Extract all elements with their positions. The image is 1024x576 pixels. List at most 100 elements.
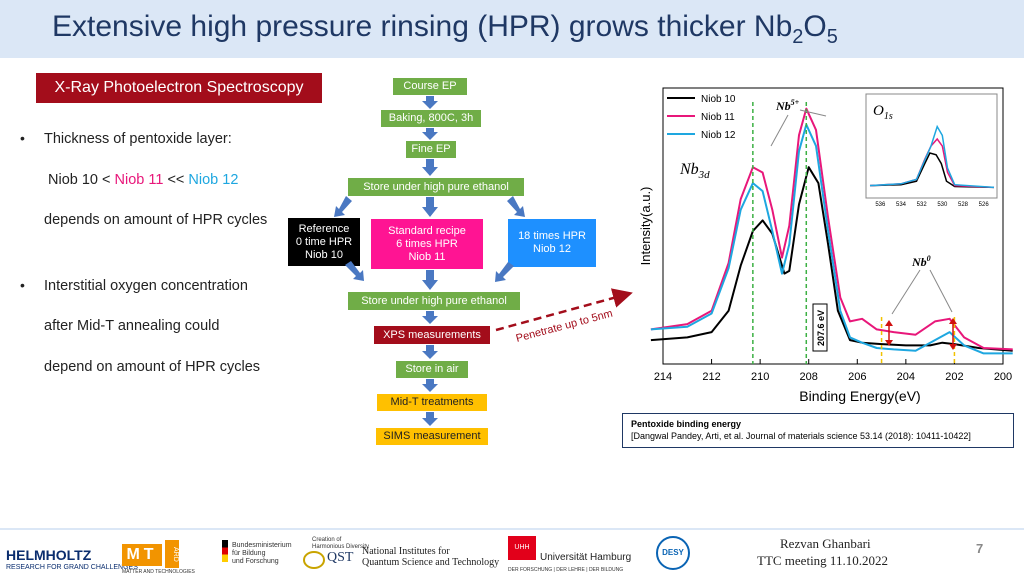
peak-guides (752, 102, 956, 364)
arrow-diag-left (334, 196, 352, 217)
std-line-3: Niob 11 (408, 250, 446, 263)
niob-order: Niob 10 < Niob 11 << Niob 12 (48, 172, 239, 188)
legend-label-niob10: Niob 10 (701, 94, 736, 105)
after-text: after Mid-T annealing could (44, 318, 220, 334)
inset-line-niob-10 (869, 152, 995, 189)
inset-tick-label: 526 (979, 202, 990, 208)
inset-tick-label: 530 (937, 202, 948, 208)
nb5-label: Nb5+ (775, 98, 800, 113)
inset-tick-label: 536 (875, 202, 886, 208)
annotation-arrows (770, 109, 953, 315)
arrow-diag-right-low (495, 262, 514, 282)
arrow-down (422, 159, 438, 176)
helmholtz-logo: HELMHOLTZ (6, 547, 92, 563)
x-tick-label: 214 (654, 371, 672, 383)
desy-logo: DESY (656, 536, 690, 570)
nb5-arrow-left (770, 114, 789, 147)
penetrate-label: Penetrate up to 5nm (515, 308, 614, 345)
flow-fine-ep: Fine EP (406, 141, 456, 158)
inset-tick-label: 528 (958, 202, 969, 208)
nb3d-label: Nb3d (679, 161, 710, 181)
depends-text-2: depend on amount of HPR cycles (44, 359, 261, 375)
meeting-info: TTC meeting 11.10.2022 (757, 553, 888, 568)
flow-standard-box: Standard recipe 6 times HPR Niob 11 (371, 219, 483, 269)
reference-citation: [Dangwal Pandey, Arti, et al. Journal of… (631, 431, 971, 441)
arrow-down (422, 412, 438, 426)
inset-tick-label: 532 (917, 202, 928, 208)
arrow-down (422, 128, 438, 140)
uhh-emblem-icon: UHH (508, 536, 536, 560)
qst-logo: QST (327, 550, 354, 565)
hpr18-line-1: 18 times HPR (518, 230, 586, 242)
nb0-label: Nb0 (911, 254, 931, 269)
helmholtz-sub: RESEARCH FOR GRAND CHALLENGES (6, 564, 138, 571)
series-line-niob-10 (650, 166, 1013, 352)
x-ticks: 214 212 210 208 206 204 202 200 (654, 359, 1012, 383)
x-axis-label: Binding Energy(eV) (799, 388, 920, 404)
title-bar (0, 0, 1024, 58)
xps-label: X-Ray Photoelectron Spectroscopy (36, 73, 322, 103)
flow-store-air: Store in air (396, 361, 468, 378)
ref-line-1: Reference (298, 222, 350, 235)
nb0-arrow-right (929, 269, 953, 313)
flow-18hpr-box: 18 times HPR Niob 12 (508, 219, 596, 267)
ard-logo: ARD (165, 540, 179, 568)
y-axis-label: Intensity(a.u.) (638, 187, 653, 266)
bullet-dot: • (20, 130, 25, 146)
inset-tick-label: 534 (896, 202, 907, 208)
mt-sub: MATTER AND TECHNOLOGIES (122, 569, 195, 575)
nb0-marker-left-head (885, 320, 893, 326)
std-line-1: Standard recipe (388, 224, 466, 237)
nb0-arrow-left (891, 269, 921, 315)
arrow-diag-right (507, 196, 525, 217)
flow-store-ethanol-2: Store under high pure ethanol (348, 292, 520, 310)
flow-store-ethanol-1: Store under high pure ethanol (348, 178, 524, 196)
arrow-down (422, 345, 438, 359)
flow-sims: SIMS measurement (376, 428, 488, 445)
page-number: 7 (976, 541, 984, 556)
x-tick-label: 210 (751, 371, 769, 383)
shift-label: 207.6 eV (816, 310, 826, 346)
inset-ticks: 536 534 532 530 528 526 (875, 202, 989, 208)
arrow-diag-left-low (345, 261, 364, 281)
series-line-niob-11 (650, 107, 1013, 351)
slide-title: Extensive high pressure rinsing (HPR) gr… (52, 10, 838, 48)
flow-reference-box: Reference 0 time HPR Niob 10 (288, 218, 360, 266)
qst-emblem-icon (303, 551, 325, 569)
x-tick-label: 212 (702, 371, 720, 383)
x-tick-label: 208 (800, 371, 818, 383)
inset-frame (865, 93, 998, 199)
mt-logo: MT (122, 544, 162, 566)
series-group (650, 107, 1013, 355)
bullet-thickness: Thickness of pentoxide layer: (44, 131, 232, 147)
bullet-dot: • (20, 277, 25, 293)
xps-chart: 214 212 210 208 206 204 202 200 Binding Energy(… (638, 87, 1013, 404)
footer-divider (0, 528, 1024, 530)
std-line-2: 6 times HPR (396, 237, 458, 250)
ref-line-3: Niob 10 (305, 248, 343, 261)
nb0-marker-left-foot (885, 340, 893, 346)
down-arrows (334, 96, 525, 426)
x-tick-label: 200 (994, 371, 1012, 383)
bullet-oxygen: Interstitial oxygen concentration (44, 278, 248, 294)
reference-box: Pentoxide binding energy [Dangwal Pandey… (622, 413, 1014, 448)
flow-midt: Mid-T treatments (377, 394, 487, 411)
x-tick-label: 202 (945, 371, 963, 383)
arrow-down (422, 379, 438, 392)
ref-line-2: 0 time HPR (295, 235, 353, 248)
uhh-sub: DER FORSCHUNG | DER LEHRE | DER BILDUNG (508, 567, 624, 573)
legend-label-niob12: Niob 12 (701, 130, 736, 141)
inset-series (869, 124, 995, 189)
x-tick-label: 206 (848, 371, 866, 383)
presenter-name: Rezvan Ghanbari (780, 536, 871, 551)
depends-text-1: depends on amount of HPR cycles (44, 212, 268, 228)
penetrate-arrow (495, 288, 633, 332)
uhh-logo: Universität Hamburg (540, 552, 632, 563)
arrow-down (422, 270, 438, 290)
x-tick-label: 204 (897, 371, 915, 383)
arrow-down (422, 197, 438, 217)
